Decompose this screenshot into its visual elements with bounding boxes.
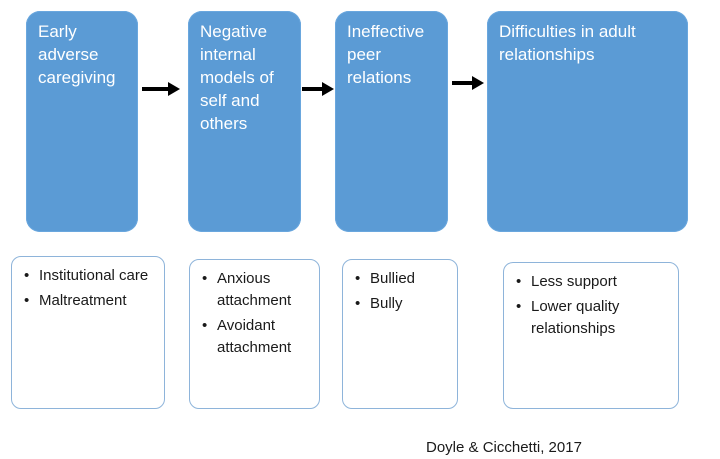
list-item-text: Lower quality relationships (531, 298, 620, 337)
list-item: • Less support (516, 271, 670, 293)
list-item-text: Institutional care (39, 267, 149, 284)
list-item-text: Avoidant attachment (217, 317, 292, 356)
list-item: • Maltreatment (24, 290, 156, 312)
detail-box-negative-internal-models: • Anxious attachment • Avoidant attachme… (189, 259, 320, 409)
bullet-icon: • (24, 292, 30, 309)
list-item: • Institutional care (24, 265, 156, 287)
bullet-icon: • (355, 295, 361, 312)
bullet-icon: • (516, 273, 522, 290)
stage-box-ineffective-peer-relations: Ineffective peer relations (335, 11, 448, 232)
bullet-icon: • (202, 317, 208, 334)
citation: Doyle & Cicchetti, 2017 (426, 439, 582, 456)
list-item-text: Bullied (370, 270, 416, 287)
detail-box-ineffective-peer-relations: • Bullied • Bully (342, 259, 458, 409)
list-item: • Anxious attachment (202, 268, 311, 312)
bullet-icon: • (24, 267, 30, 284)
right-arrow-icon (142, 82, 180, 96)
list-item-text: Bully (370, 295, 403, 312)
bullet-icon: • (355, 270, 361, 287)
stage-box-label: Ineffective peer relations (347, 22, 425, 87)
bullet-icon: • (516, 298, 522, 315)
list-item-text: Maltreatment (39, 292, 127, 309)
list-item-text: Anxious attachment (217, 270, 292, 309)
list-item: • Bullied (355, 268, 449, 290)
list-item: • Lower quality relationships (516, 296, 670, 340)
detail-list: • Anxious attachment • Avoidant attachme… (202, 268, 311, 359)
stage-box-label: Early adverse caregiving (38, 22, 116, 87)
list-item: • Avoidant attachment (202, 315, 311, 359)
right-arrow-icon (452, 76, 484, 90)
stage-box-label: Difficulties in adult relationships (499, 22, 636, 64)
stage-box-difficulties-adult-relationships: Difficulties in adult relationships (487, 11, 688, 232)
stage-box-negative-internal-models: Negative internal models of self and oth… (188, 11, 301, 232)
detail-box-early-adverse-caregiving: • Institutional care • Maltreatment (11, 256, 165, 409)
bullet-icon: • (202, 270, 208, 287)
list-item: • Bully (355, 293, 449, 315)
detail-box-difficulties-adult-relationships: • Less support • Lower quality relations… (503, 262, 679, 409)
list-item-text: Less support (531, 273, 617, 290)
stage-box-label: Negative internal models of self and oth… (200, 22, 274, 133)
detail-list: • Institutional care • Maltreatment (24, 265, 156, 312)
stage-box-early-adverse-caregiving: Early adverse caregiving (26, 11, 138, 232)
detail-list: • Bullied • Bully (355, 268, 449, 315)
right-arrow-icon (302, 82, 334, 96)
detail-list: • Less support • Lower quality relations… (516, 271, 670, 340)
